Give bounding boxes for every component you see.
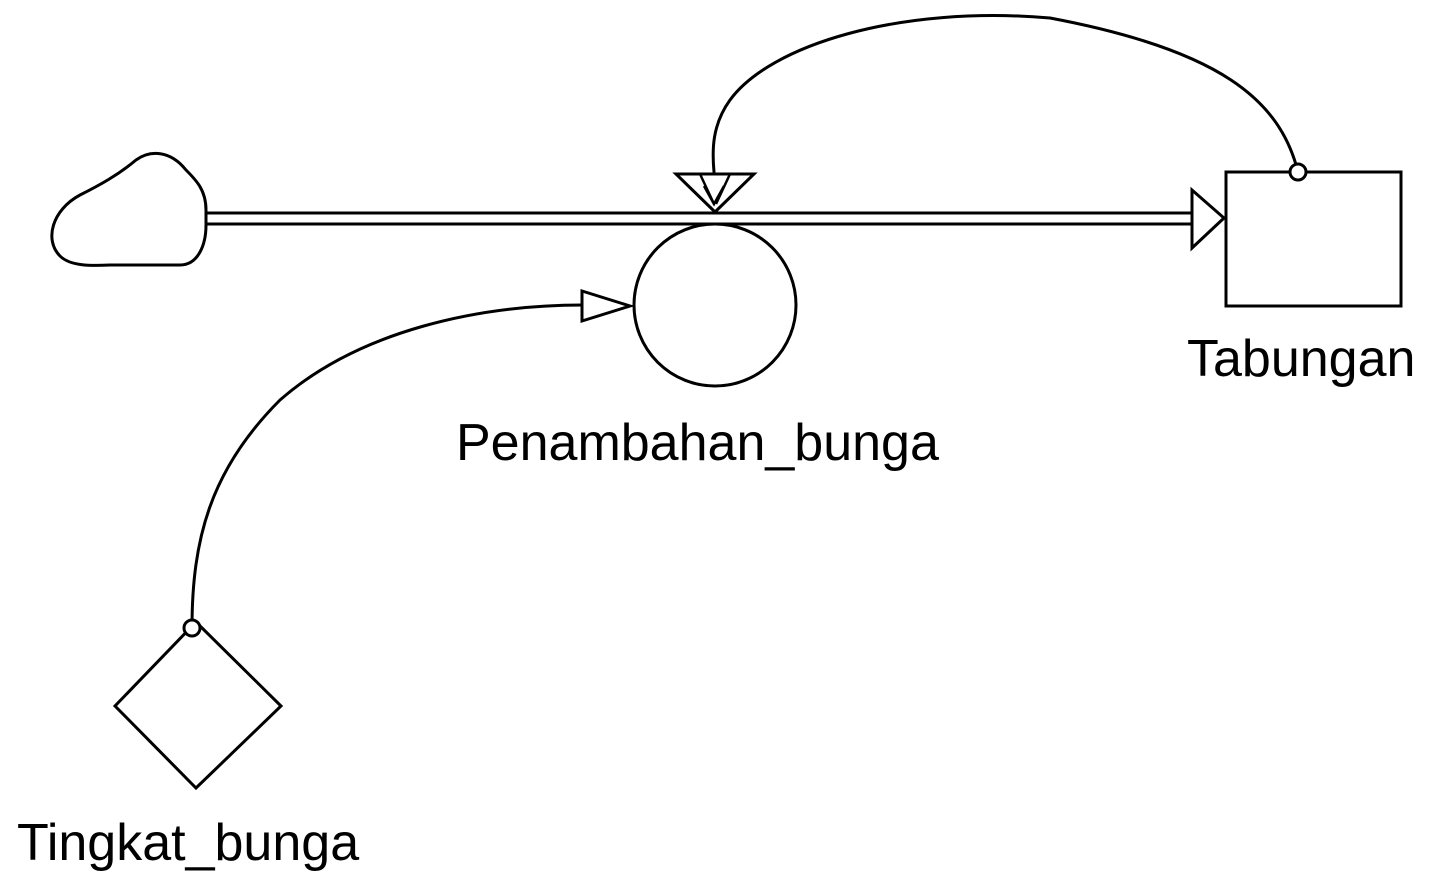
flow-arrowhead-icon [1190,186,1227,252]
connector-arrowhead-icon [580,288,636,324]
connector-tabungan-to-flow[interactable] [711,14,1300,174]
connector-origin-icon [1288,162,1308,182]
source-cloud-icon[interactable] [50,151,208,267]
converter-label: Tingkat_bunga [17,814,359,872]
stock-label: Tabungan [1187,330,1415,388]
connector-tingkat-to-flow[interactable] [190,303,585,630]
stock-box[interactable] [1224,170,1403,308]
flow-circle[interactable] [632,222,798,388]
flow-label: Penambahan_bunga [456,414,939,472]
connector-arrowhead-icon [702,185,726,207]
connector-origin-icon [182,618,202,638]
flow-valve-icon[interactable] [672,172,758,215]
converter-diamond[interactable] [112,619,284,791]
